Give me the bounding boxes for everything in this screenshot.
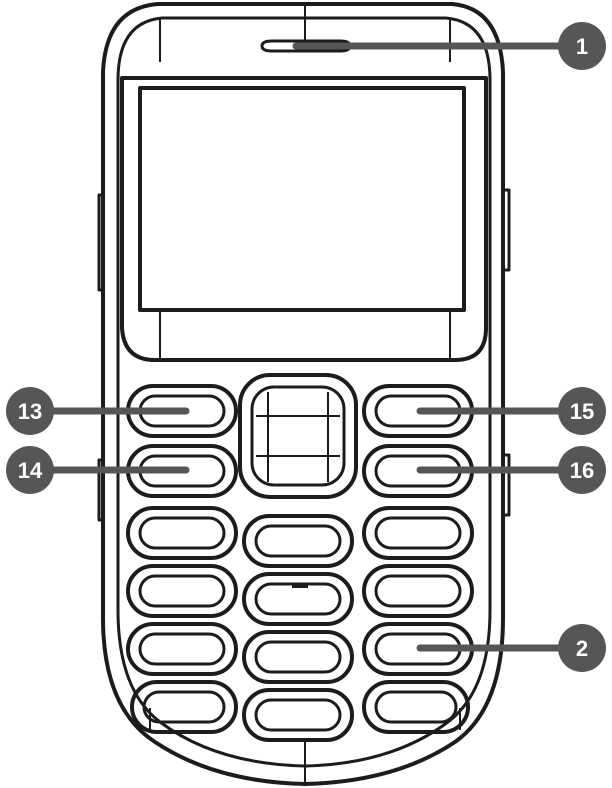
navigation-pad-inner xyxy=(250,385,346,487)
callout-leaders xyxy=(32,42,580,652)
key-center-3 xyxy=(242,630,354,684)
callout-2-label: 2 xyxy=(576,636,588,661)
navigation-pad-outer xyxy=(238,373,358,499)
key-center-1 xyxy=(242,514,354,568)
screen-frame xyxy=(120,76,488,362)
right-side-button-lower xyxy=(503,453,511,517)
callout-15: 15 xyxy=(558,387,606,435)
key-left-3 xyxy=(126,506,238,560)
right-side-button xyxy=(503,188,511,272)
key-right-3 xyxy=(362,506,474,560)
left-side-button xyxy=(97,193,103,292)
callout-14-label: 14 xyxy=(18,458,43,483)
display xyxy=(138,86,466,312)
phone-inner-bezel xyxy=(116,16,492,768)
key-center-2 xyxy=(242,572,354,626)
callout-15-label: 15 xyxy=(570,399,594,424)
callout-1: 1 xyxy=(558,22,606,70)
key-center-4 xyxy=(242,688,354,742)
key-left-6 xyxy=(130,680,238,734)
key-left-4 xyxy=(126,564,238,618)
callout-16-label: 16 xyxy=(570,458,594,483)
callout-13-label: 13 xyxy=(18,399,42,424)
left-side-button-lower xyxy=(97,458,103,522)
phone-body xyxy=(101,2,505,786)
key-right-4 xyxy=(362,564,474,618)
callout-13: 13 xyxy=(6,387,54,435)
phone-outline xyxy=(97,2,511,786)
callout-1-label: 1 xyxy=(576,34,588,59)
callout-16: 16 xyxy=(558,446,606,494)
key-left-5 xyxy=(126,622,238,676)
callout-2: 2 xyxy=(558,624,606,672)
callout-14: 14 xyxy=(6,446,54,494)
key-right-6 xyxy=(362,680,470,734)
navigation-pad xyxy=(238,373,358,499)
